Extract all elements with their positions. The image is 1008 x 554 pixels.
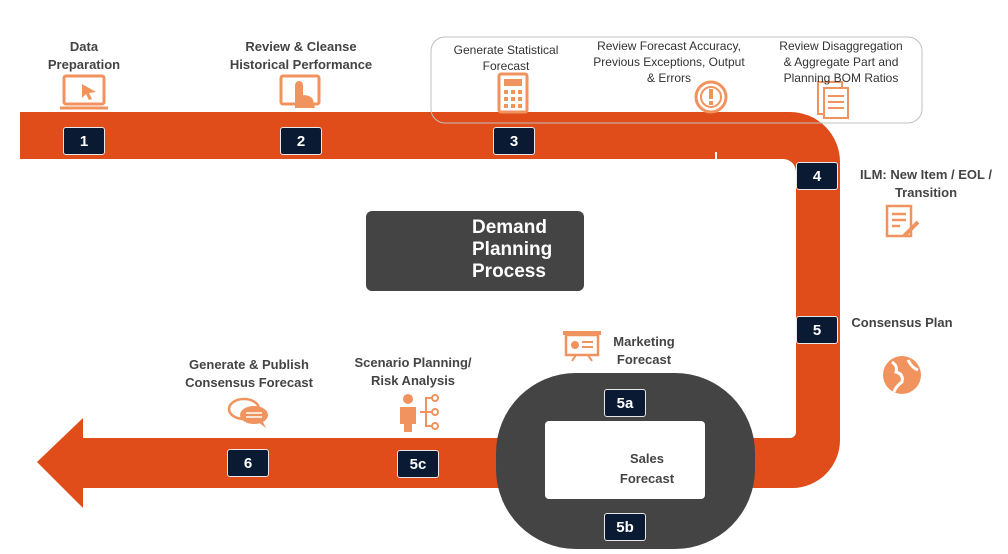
step-badge-5b: 5b	[604, 513, 646, 541]
step-badge-2: 2	[280, 127, 322, 155]
step-badge-5c: 5c	[397, 450, 439, 478]
flow-separator	[715, 152, 717, 172]
step-badge-1: 1	[63, 127, 105, 155]
process-title: Demand Planning Process	[472, 217, 553, 282]
flow-arrow-head	[37, 418, 150, 508]
calculator-icon	[497, 72, 529, 114]
alert-icon	[694, 80, 728, 114]
step-badge-5: 5	[796, 316, 838, 344]
statistical-forecast-group-outline	[430, 36, 923, 124]
step-4-label: ILM: New Item / EOL /Transition	[860, 167, 992, 200]
globe-icon	[883, 356, 921, 394]
documents-icon	[817, 81, 849, 119]
step-badge-4: 4	[796, 162, 838, 190]
accuracy-review-label: Review Forecast Accuracy,Previous Except…	[593, 39, 745, 85]
process-title-box: Demand Planning Process	[366, 211, 584, 291]
flow-bar-right	[796, 178, 840, 438]
disaggregation-review-label: Review Disaggregation& Aggregate Part an…	[779, 39, 903, 85]
chat-bubbles-icon	[227, 397, 268, 428]
document-edit-icon	[885, 204, 920, 238]
step-5c-label: Scenario Planning/Risk Analysis	[354, 355, 472, 388]
org-chart-icon	[400, 394, 439, 432]
step-badge-3: 3	[493, 127, 535, 155]
step-5-label: Consensus Plan	[851, 315, 953, 330]
step-badge-5a: 5a	[604, 389, 646, 417]
monitor-cursor-icon	[60, 74, 108, 110]
presentation-icon	[563, 331, 601, 362]
touch-screen-icon	[279, 74, 321, 109]
flow-bar-top	[20, 112, 720, 159]
step-badge-6: 6	[227, 449, 269, 477]
